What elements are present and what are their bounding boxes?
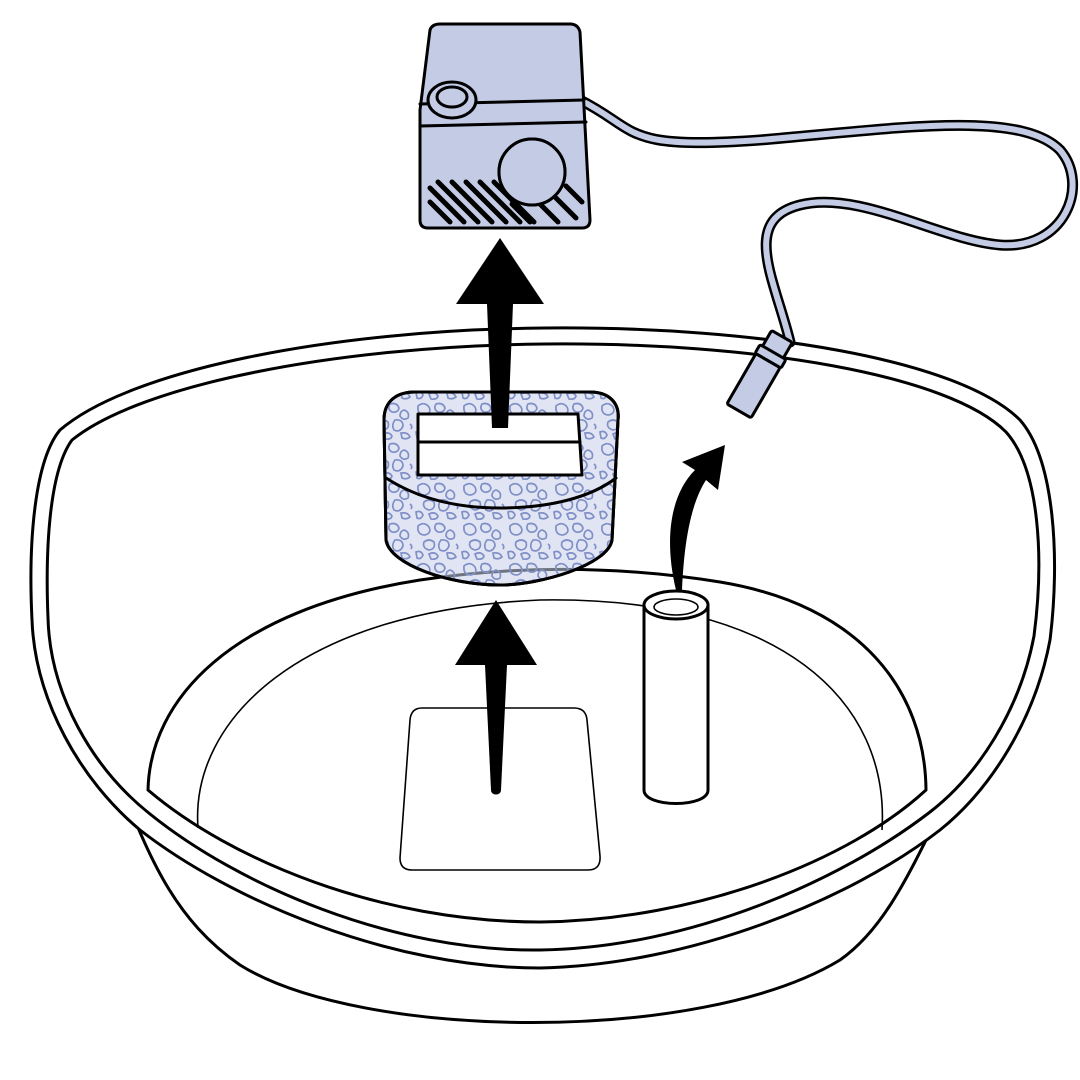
pump-icon (418, 22, 592, 230)
curved-arrow-icon (670, 445, 725, 590)
arrow-up-icon (456, 238, 544, 428)
power-cord-icon (574, 94, 1079, 348)
pump-base-pad-icon (399, 707, 601, 871)
arrow-up-icon (455, 600, 537, 795)
spout-tube-icon (642, 589, 710, 805)
bowl-icon (29, 326, 1057, 1024)
filter-sponge-icon (382, 390, 620, 587)
plug-connector-icon (726, 329, 794, 419)
